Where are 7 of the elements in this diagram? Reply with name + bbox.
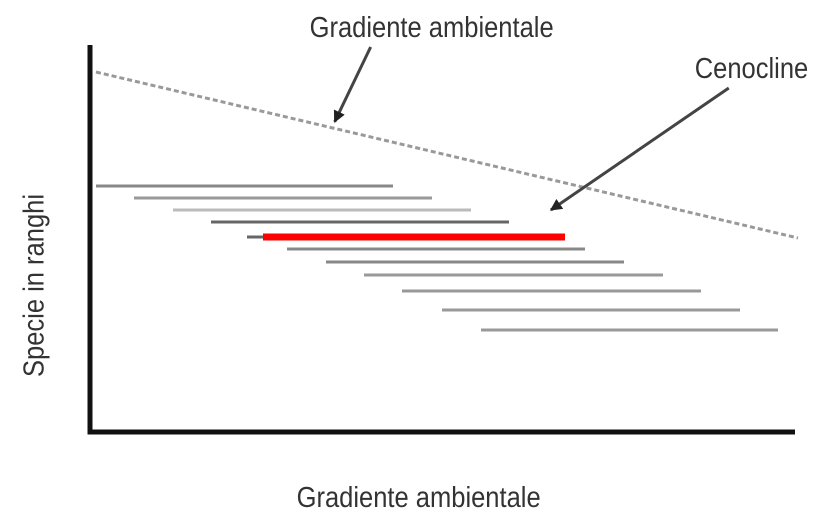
x-axis-label: Gradiente ambientale <box>296 484 540 512</box>
leader-arrow <box>550 86 730 212</box>
node-label: Gradiente ambientale <box>310 14 554 43</box>
node-label: Cenocline <box>694 55 808 84</box>
cenocline-lines <box>96 184 778 332</box>
leader-arrow <box>333 46 372 123</box>
y-axis-label: Specie in ranghi <box>20 193 50 377</box>
